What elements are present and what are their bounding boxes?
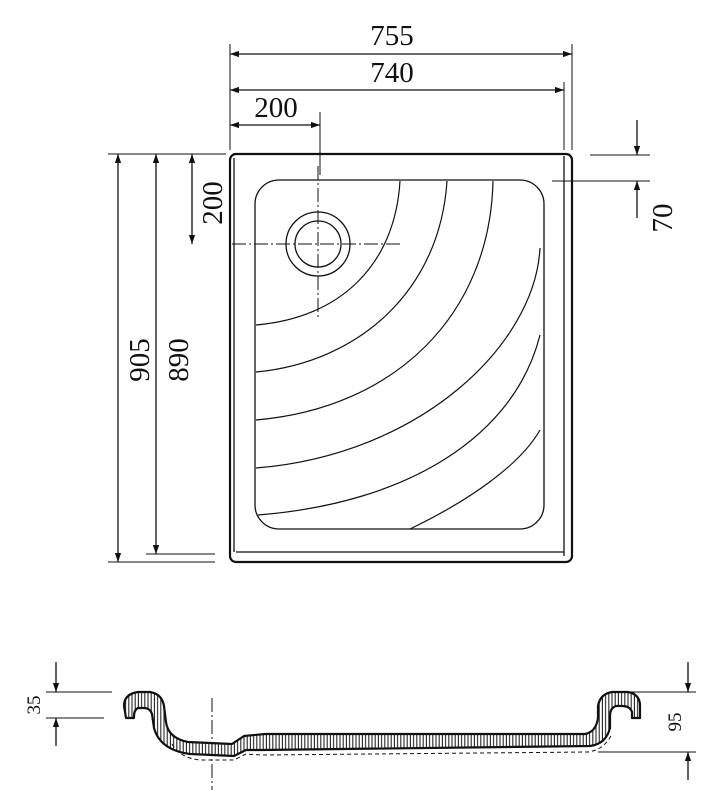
- label-200-y: 200: [197, 181, 229, 225]
- label-70: 70: [647, 204, 679, 233]
- groove-2: [255, 180, 448, 373]
- label-755: 755: [370, 20, 414, 52]
- tray-outer-outline: [228, 152, 574, 564]
- groove-6: [409, 429, 541, 530]
- drain: [232, 166, 400, 318]
- label-890: 890: [163, 338, 195, 382]
- tray-flange-edge: [562, 153, 573, 163]
- label-905: 905: [124, 338, 156, 382]
- label-95: 95: [665, 713, 686, 732]
- label-200-x: 200: [254, 92, 298, 124]
- groove-3: [255, 180, 494, 421]
- section-shell: [122, 690, 642, 758]
- top-view: 755 740 200 905 890 200 70: [108, 20, 679, 564]
- tray-basin-outline: [254, 179, 545, 530]
- groove-4: [255, 247, 541, 469]
- section-view: 35 95: [24, 662, 696, 790]
- basin-grooves: [255, 180, 541, 530]
- groove-1: [255, 180, 401, 326]
- underside-dashed-line: [171, 733, 613, 761]
- label-740: 740: [370, 57, 414, 89]
- label-35: 35: [24, 696, 45, 715]
- groove-5: [257, 334, 541, 516]
